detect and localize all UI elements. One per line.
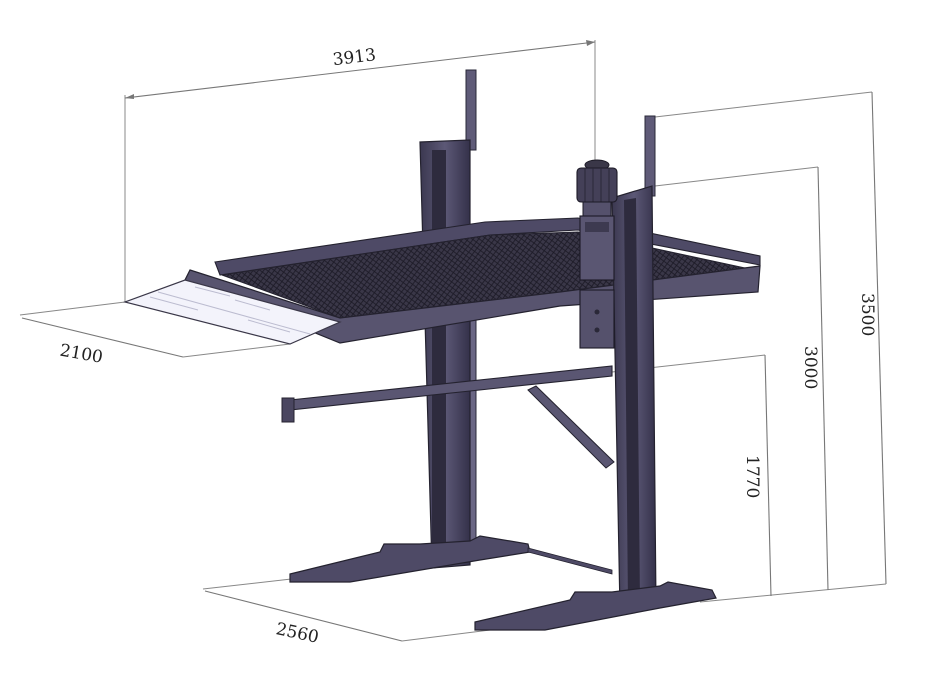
control-box: [579, 289, 615, 349]
entry-ramp: [122, 279, 342, 345]
label-overall-length: 3913: [332, 45, 377, 70]
dimension-post-height: 3000: [654, 166, 829, 591]
label-base-width: 2560: [274, 619, 320, 648]
dimension-max-height: 3500: [654, 91, 887, 603]
dimension-lift-height: 1770: [611, 354, 772, 597]
front-post: [474, 115, 717, 631]
label-max-height: 3500: [857, 293, 877, 336]
dimension-overall-length: 3913: [124, 40, 596, 302]
dimension-base-width: 2560: [202, 577, 491, 648]
motor-unit: [576, 159, 618, 281]
lift-platform: [122, 217, 761, 345]
cross-bar: [281, 365, 615, 469]
label-lift-height: 1770: [742, 455, 762, 498]
label-platform-width: 2100: [58, 341, 104, 368]
label-post-height: 3000: [800, 346, 820, 389]
